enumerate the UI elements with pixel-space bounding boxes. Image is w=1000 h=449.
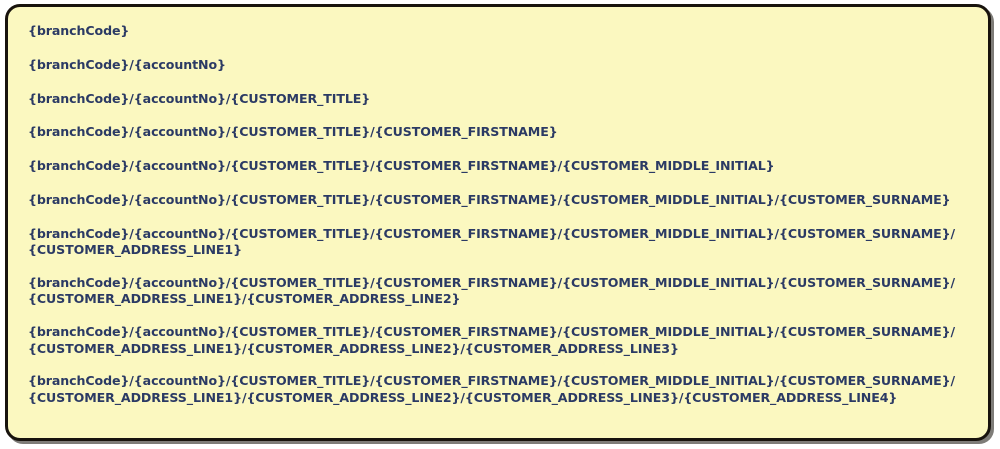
path-template-line: {branchCode}/{accountNo}/{CUSTOMER_TITLE… bbox=[28, 324, 956, 356]
path-template-line: {branchCode} bbox=[28, 23, 130, 38]
path-template-line: {branchCode}/{accountNo}/{CUSTOMER_TITLE… bbox=[28, 191, 951, 207]
path-hierarchy-note-box: {branchCode} {branchCode}/{accountNo} {b… bbox=[5, 4, 991, 441]
path-template-list: {branchCode} {branchCode}/{accountNo} {b… bbox=[28, 23, 970, 406]
path-template-line: {branchCode}/{accountNo}/{CUSTOMER_TITLE… bbox=[28, 274, 956, 307]
path-template-line: {branchCode}/{accountNo}/{CUSTOMER_TITLE… bbox=[28, 225, 956, 258]
path-template-line: {branchCode}/{accountNo} bbox=[28, 56, 226, 72]
path-template-line: {branchCode}/{accountNo}/{CUSTOMER_TITLE… bbox=[28, 90, 371, 106]
path-template-line: {branchCode}/{accountNo}/{CUSTOMER_TITLE… bbox=[28, 158, 775, 174]
path-template-line: {branchCode}/{accountNo}/{CUSTOMER_TITLE… bbox=[28, 373, 956, 405]
path-template-line: {branchCode}/{accountNo}/{CUSTOMER_TITLE… bbox=[28, 124, 558, 140]
